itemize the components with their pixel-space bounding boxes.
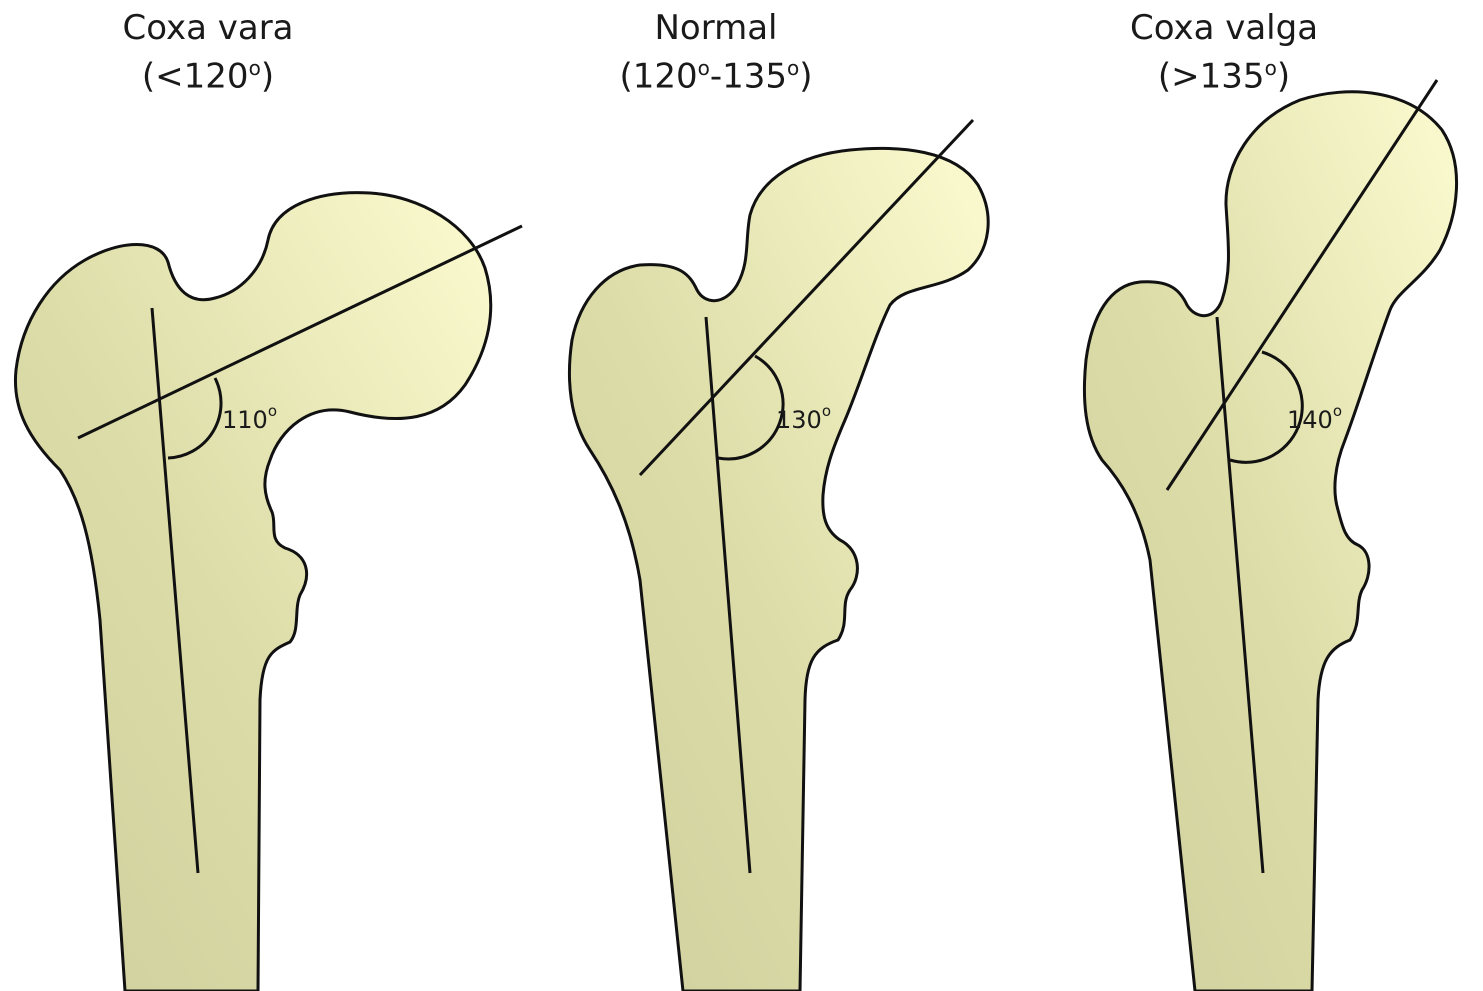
femur-normal: 130o xyxy=(569,120,988,991)
femur-outline-coxa-valga xyxy=(1084,92,1456,991)
femur-outline-normal xyxy=(569,148,988,991)
femur-outline-coxa-vara xyxy=(15,193,490,991)
femur-coxa-vara: 110o xyxy=(15,193,522,991)
femur-coxa-valga: 140o xyxy=(1084,80,1456,991)
